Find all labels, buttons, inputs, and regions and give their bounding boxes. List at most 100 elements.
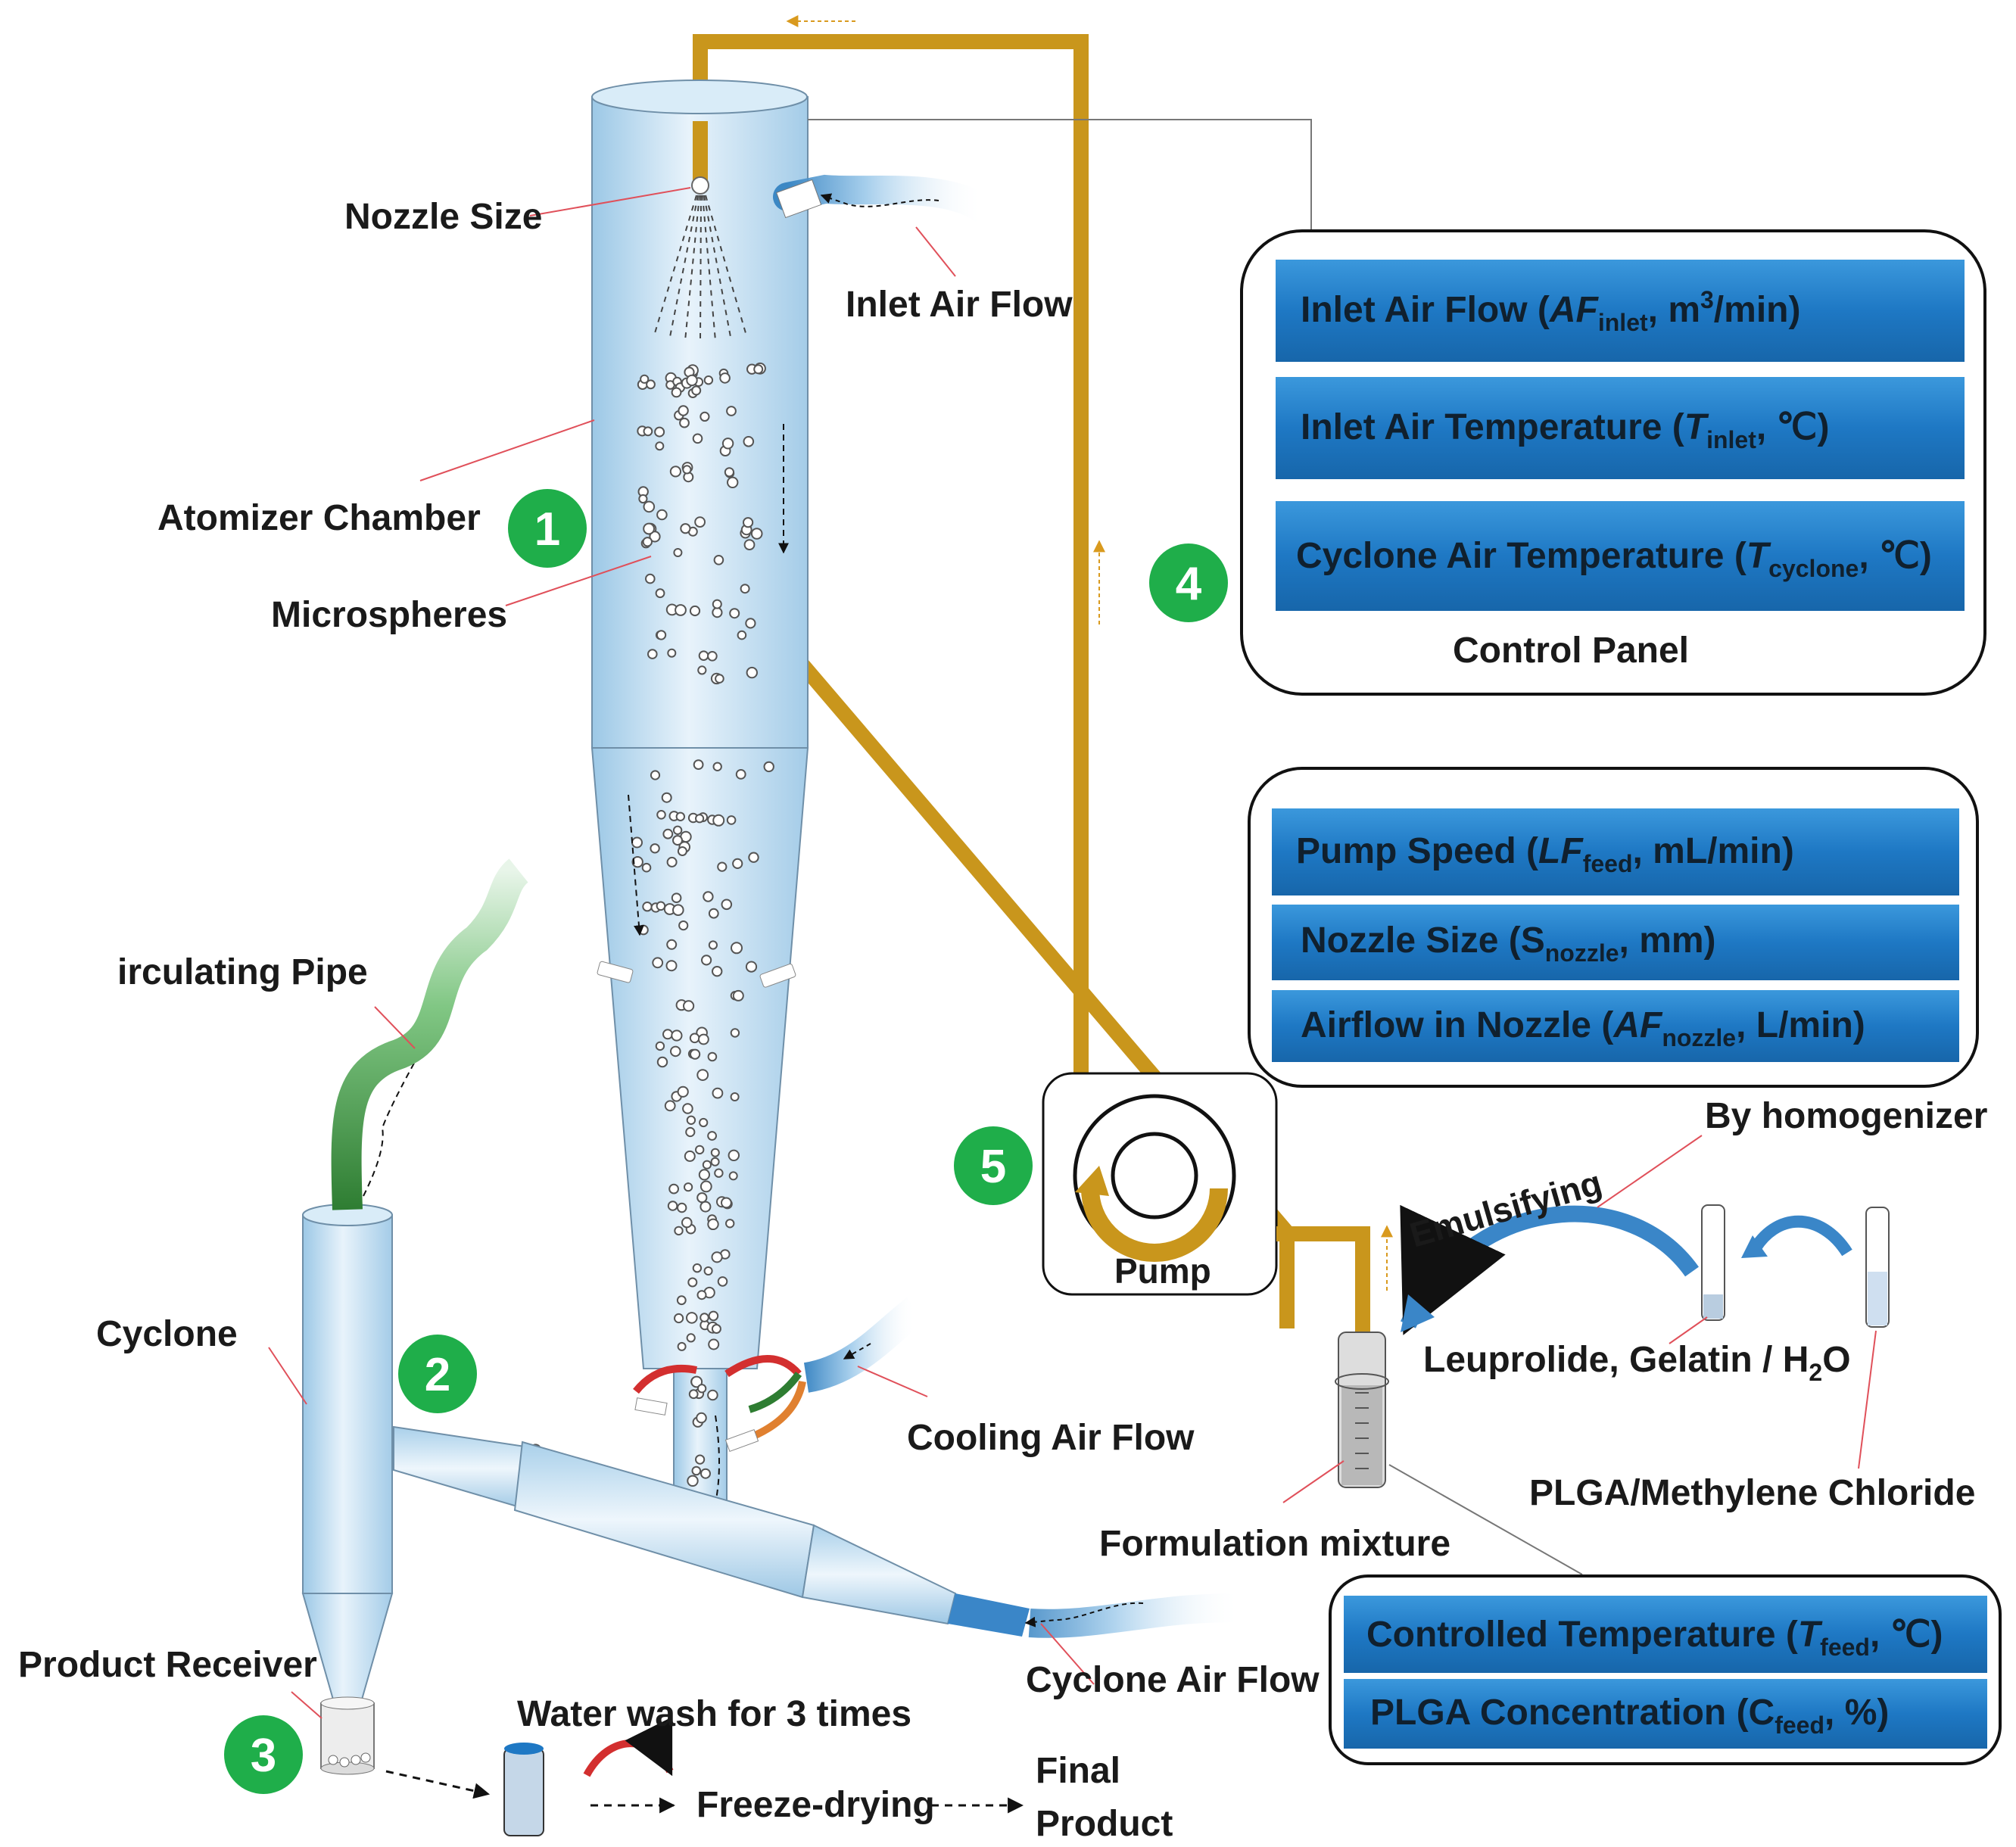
microsphere-particle xyxy=(649,531,661,543)
microsphere-particle xyxy=(642,537,653,547)
microsphere-particle xyxy=(711,1324,721,1334)
label-plga-methylene-chloride: PLGA/Methylene Chloride xyxy=(1529,1473,1975,1513)
microsphere-particle xyxy=(717,1276,728,1287)
microsphere-particle xyxy=(672,825,683,836)
microsphere-particle xyxy=(662,828,674,839)
microsphere-particle xyxy=(697,665,707,675)
microsphere-particle xyxy=(664,1100,676,1112)
microsphere-particle xyxy=(652,957,664,969)
svg-text:2: 2 xyxy=(425,1349,450,1401)
microsphere-particle xyxy=(656,1056,668,1068)
microsphere-particle xyxy=(726,406,737,416)
microsphere-particle xyxy=(712,762,722,771)
control-row-inlet-air-temp-text: Inlet Air Temperature (Tinlet, ℃) xyxy=(1301,407,1829,453)
microsphere-particle xyxy=(674,1226,684,1236)
microsphere-particle xyxy=(682,1103,693,1114)
pump-row-nozzle-size xyxy=(1272,905,1959,980)
microsphere-particle xyxy=(700,1201,712,1213)
microsphere-particle xyxy=(684,1150,696,1162)
microsphere-particle xyxy=(721,1197,732,1209)
microsphere-particle xyxy=(743,539,756,550)
label-microspheres: Microspheres xyxy=(271,595,507,635)
microsphere-particle xyxy=(631,856,643,868)
microsphere-particle xyxy=(678,405,689,416)
microsphere-particle xyxy=(712,1087,724,1099)
microsphere-particle xyxy=(692,433,703,444)
step-1-badge: 1 xyxy=(508,489,587,568)
svg-text:3: 3 xyxy=(251,1730,276,1782)
microsphere-particle xyxy=(687,1277,698,1288)
microsphere-particle xyxy=(714,1168,724,1178)
microsphere-particle xyxy=(721,899,733,911)
microsphere-particle xyxy=(728,1171,738,1181)
microsphere-particle xyxy=(661,792,672,803)
microsphere-particle xyxy=(677,1341,687,1351)
microsphere-particle xyxy=(696,1192,708,1204)
control-row-inlet-air-temp xyxy=(1276,377,1965,479)
microsphere-particle xyxy=(737,630,747,640)
microsphere-particle xyxy=(645,573,656,584)
microsphere-particle xyxy=(693,759,704,770)
control-row-inlet-air-flow-text: Inlet Air Flow (AFinlet, m3/min) xyxy=(1301,286,1800,336)
microsphere-particle xyxy=(707,1218,719,1231)
microsphere-particle xyxy=(712,966,723,977)
microsphere-particle xyxy=(703,375,714,385)
microsphere-particle xyxy=(695,1454,706,1465)
microsphere-particle xyxy=(667,1201,678,1211)
microsphere-particle xyxy=(675,604,687,616)
microsphere-particle xyxy=(729,608,740,619)
microsphere-particle xyxy=(682,465,692,475)
microsphere-particle xyxy=(650,770,661,780)
microsphere-particle xyxy=(686,1115,696,1126)
microsphere-particle xyxy=(746,666,758,679)
microsphere-particle xyxy=(688,1389,699,1400)
microsphere-particle xyxy=(725,1219,735,1229)
microsphere-particle xyxy=(713,555,724,565)
microsphere-particle xyxy=(745,618,756,629)
feed-row-plga-concentration-text: PLGA Concentration (Cfeed, %) xyxy=(1370,1693,1889,1739)
microsphere-particle xyxy=(743,517,754,528)
microsphere-particle xyxy=(691,385,702,396)
step-3-badge: 3 xyxy=(224,1715,303,1794)
microsphere-particle xyxy=(665,960,678,972)
microsphere-particle xyxy=(686,1333,696,1343)
product-receiver xyxy=(320,1696,375,1775)
microsphere-particle xyxy=(687,1475,699,1487)
microsphere-particle xyxy=(708,940,718,950)
microsphere-particle xyxy=(655,1041,665,1051)
microsphere-particle xyxy=(711,1251,723,1263)
microsphere-particle xyxy=(700,411,710,422)
microsphere-particle xyxy=(668,1183,679,1194)
microsphere-particle xyxy=(643,522,655,535)
microsphere-particle xyxy=(677,846,687,856)
microsphere-particle xyxy=(692,1263,703,1273)
microsphere-particle xyxy=(695,814,705,824)
microsphere-particle xyxy=(695,1145,705,1155)
microsphere-particle xyxy=(671,387,682,398)
microsphere-particle xyxy=(703,1266,713,1275)
microsphere-particle xyxy=(672,835,683,846)
microsphere-particle xyxy=(672,904,684,916)
microsphere-particle xyxy=(743,436,755,447)
microsphere-particle xyxy=(669,466,682,478)
microsphere-particle xyxy=(717,861,728,872)
microsphere-particle xyxy=(712,814,725,827)
label-pump: Pump xyxy=(1114,1251,1211,1291)
feed-settings-panel: Controlled Temperature (Tfeed, ℃) PLGA C… xyxy=(1329,1574,2002,1765)
process-arrows xyxy=(385,1770,1024,1814)
microsphere-particle xyxy=(715,674,724,684)
microsphere-particle xyxy=(643,426,653,437)
microsphere-particle xyxy=(640,374,650,384)
microsphere-particle xyxy=(696,1069,709,1081)
microsphere-particle xyxy=(700,1313,709,1322)
microsphere-particle xyxy=(650,843,660,854)
microsphere-particle xyxy=(643,500,656,513)
microsphere-particle xyxy=(763,761,774,773)
label-circulating-pipe: irculating Pipe xyxy=(117,952,368,992)
label-final-product-line2: Product xyxy=(1036,1804,1173,1844)
svg-text:1: 1 xyxy=(534,503,560,556)
wash-vial xyxy=(503,1743,544,1836)
connector-lines xyxy=(808,119,1583,1575)
microsphere-particle xyxy=(730,1092,740,1101)
